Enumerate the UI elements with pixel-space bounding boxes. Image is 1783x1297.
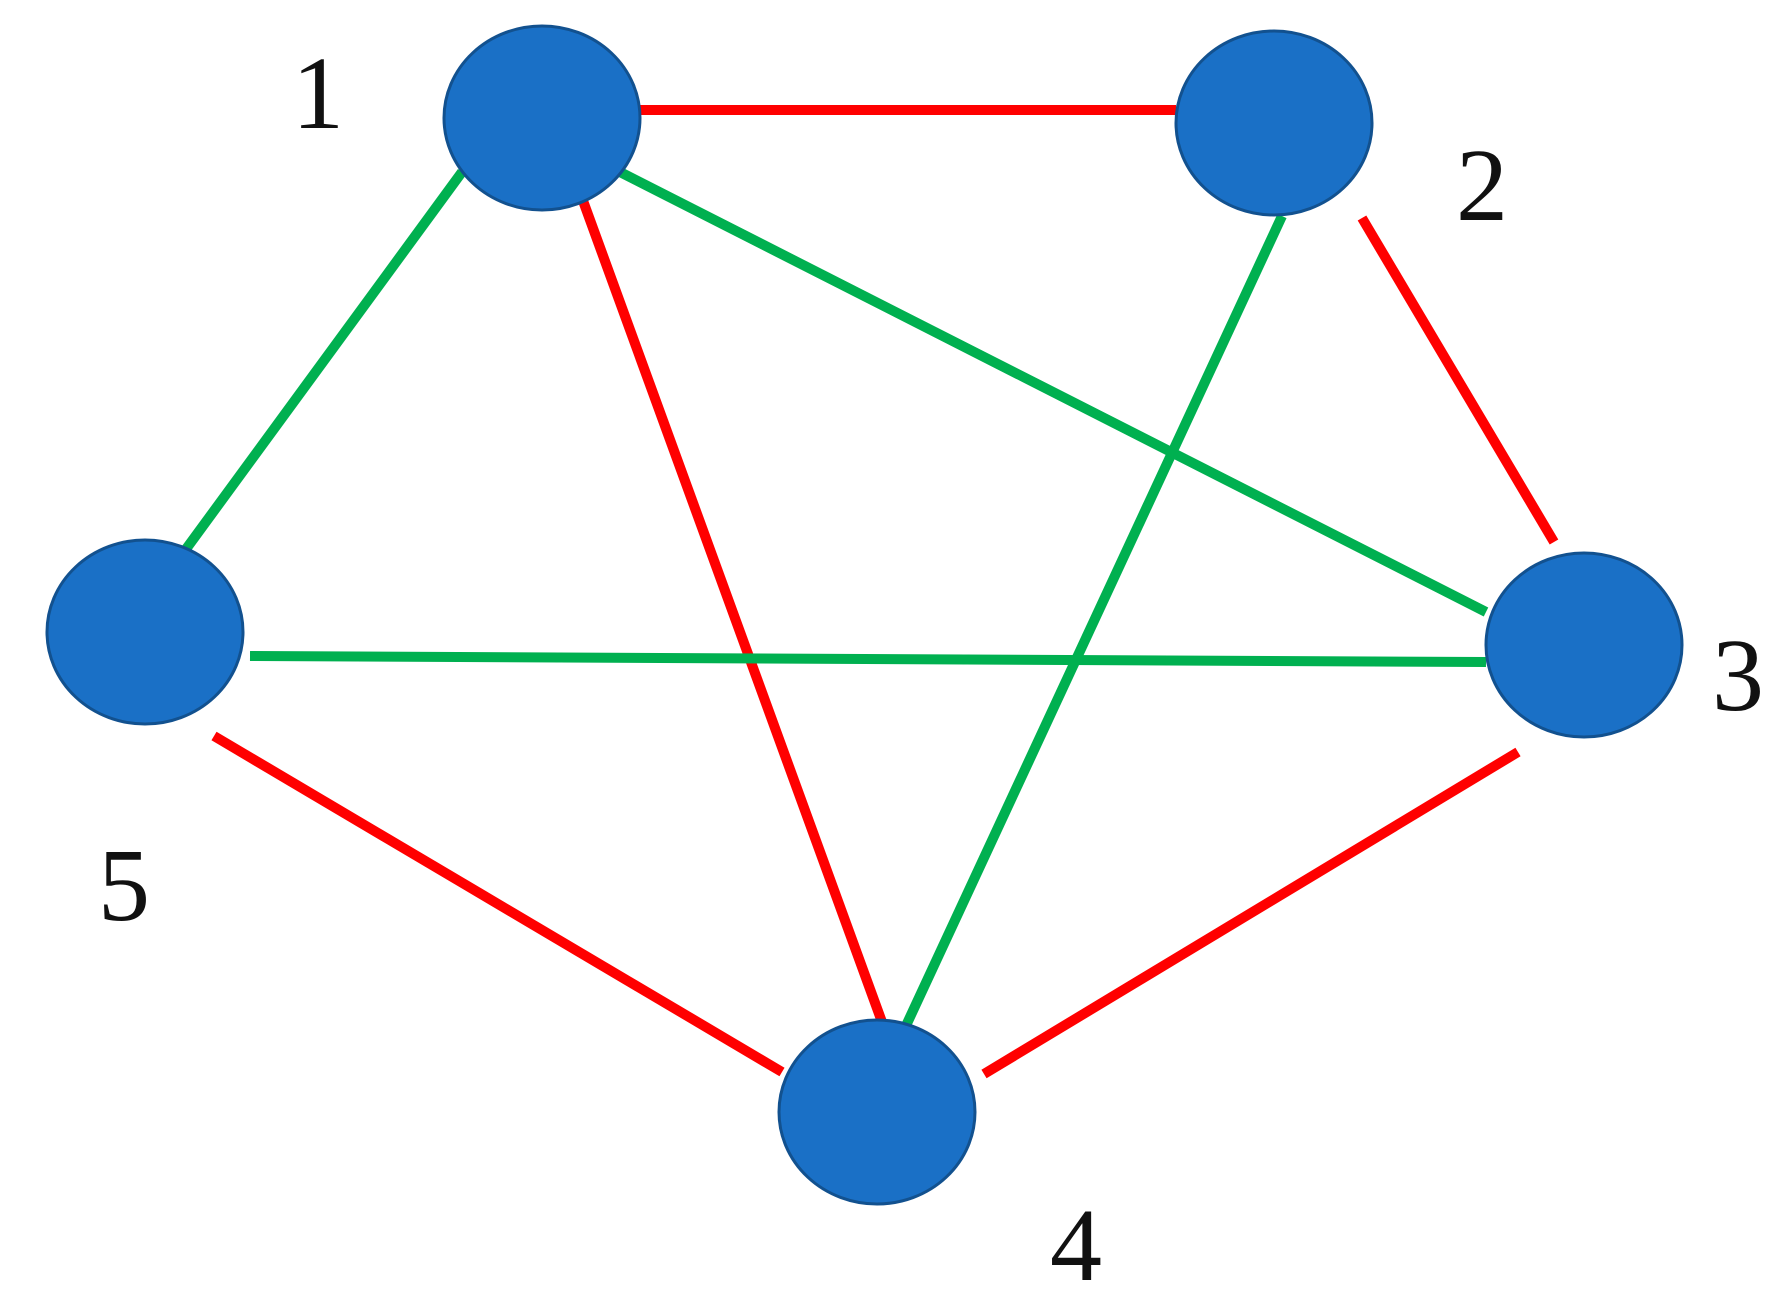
edge-2-3-red xyxy=(1357,215,1559,545)
labels-group: 1 2 3 4 5 xyxy=(98,36,1764,1297)
edge-5-3-green xyxy=(249,651,1487,667)
node-label-3: 3 xyxy=(1712,618,1764,733)
node-label-2: 2 xyxy=(1456,128,1508,243)
node-label-5: 5 xyxy=(98,828,150,943)
node-2 xyxy=(1174,29,1374,217)
edge-5-4-red xyxy=(211,731,785,1077)
edge-1-4-red xyxy=(577,196,887,1024)
node-label-4: 4 xyxy=(1050,1188,1102,1297)
edge-1-5-green xyxy=(173,169,467,563)
node-1 xyxy=(442,24,642,212)
nodes-group xyxy=(45,24,1684,1206)
node-4 xyxy=(777,1018,977,1206)
node-label-1: 1 xyxy=(292,36,344,151)
node-5 xyxy=(45,538,245,726)
node-3 xyxy=(1484,551,1684,739)
edge-2-4-green xyxy=(899,213,1287,1033)
edge-3-4-red xyxy=(981,747,1521,1079)
edge-1-3-green xyxy=(617,167,1489,617)
edges-group xyxy=(173,105,1559,1079)
